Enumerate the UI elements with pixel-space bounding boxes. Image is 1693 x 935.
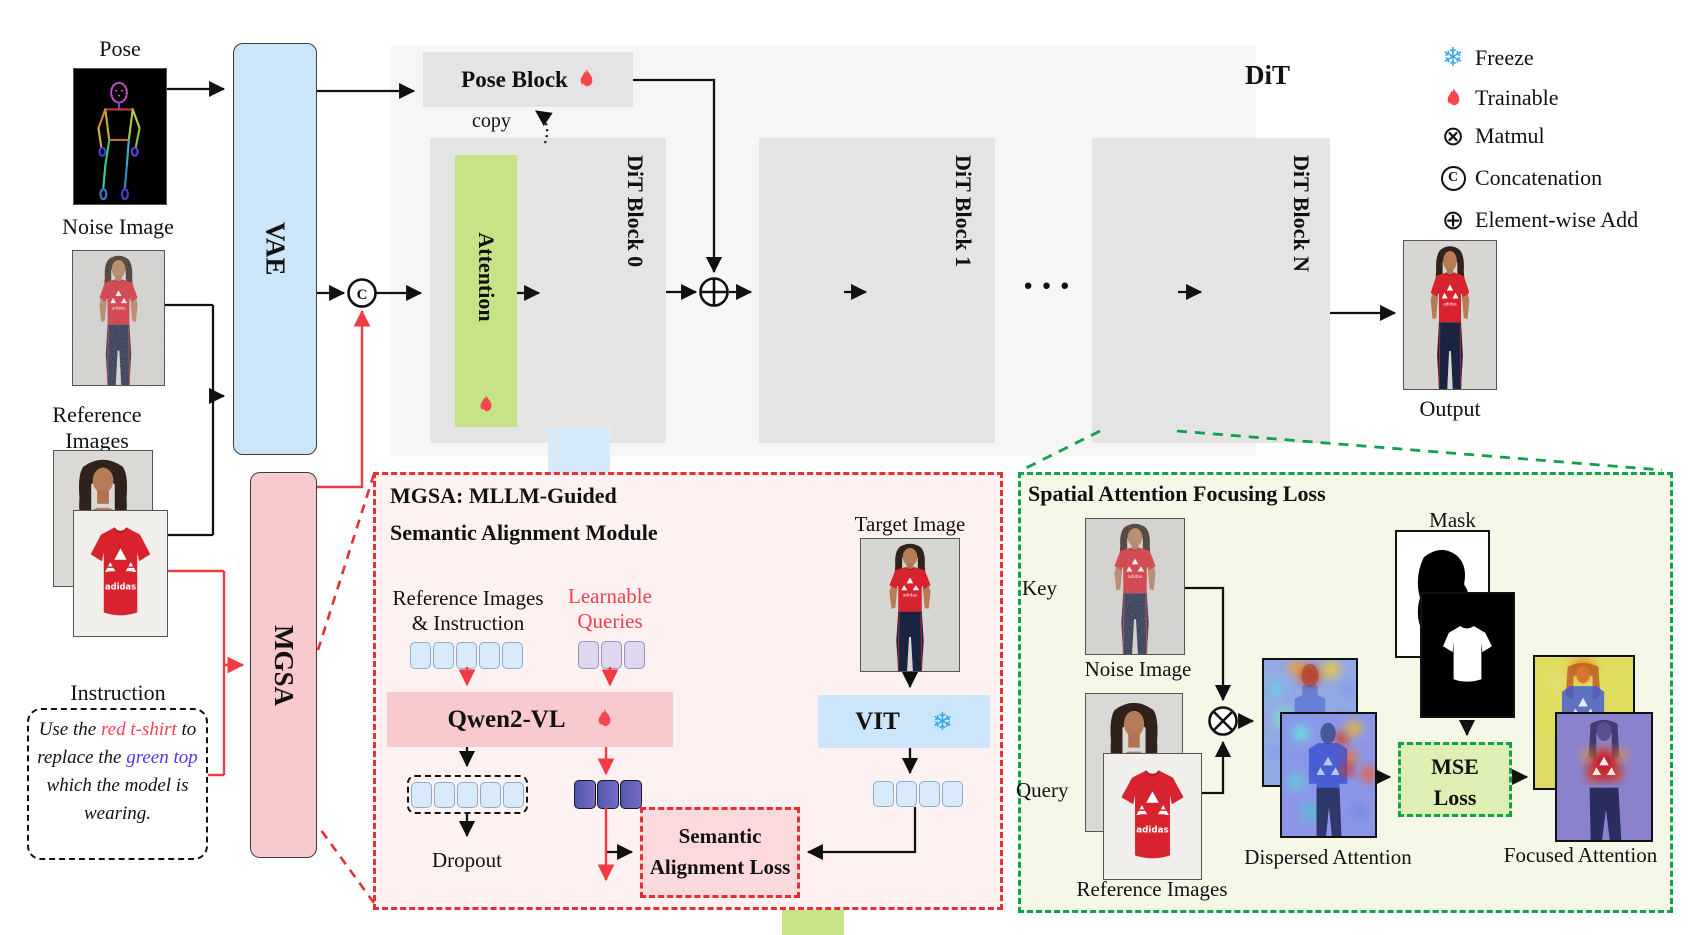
dit-block-1-label: DiT Block 1 bbox=[951, 155, 976, 268]
flame-icon bbox=[578, 69, 595, 90]
legend-label: Concatenation bbox=[1475, 165, 1603, 190]
mgsa-module-title-line2: Semantic Alignment Module bbox=[390, 520, 658, 545]
ref-instruction-label: Reference Images & Instruction bbox=[392, 586, 544, 636]
target-image bbox=[860, 538, 960, 672]
attention-label: Attention bbox=[474, 232, 499, 322]
legend-label: Trainable bbox=[1475, 85, 1559, 110]
noise-image bbox=[72, 250, 165, 386]
pose-image bbox=[73, 68, 167, 205]
dropout-token-box bbox=[407, 775, 528, 814]
instruction-label: Instruction bbox=[70, 680, 166, 705]
key-noise-image bbox=[1085, 518, 1185, 655]
vit-label: VIT bbox=[855, 707, 900, 735]
target-image-label: Target Image bbox=[854, 512, 966, 536]
focused-attention-heatmap-2 bbox=[1555, 712, 1653, 842]
safl-noise-image-label: Noise Image bbox=[1084, 657, 1192, 681]
concat-icon: C bbox=[1437, 165, 1469, 191]
svg-text:C: C bbox=[357, 287, 368, 303]
legend-label: Freeze bbox=[1475, 45, 1534, 70]
mgsa-block: MGSA bbox=[250, 472, 317, 858]
pose-label: Pose bbox=[99, 36, 141, 61]
flame-icon bbox=[596, 709, 613, 730]
dropout-tokens bbox=[411, 781, 524, 808]
reference-image-tshirt bbox=[73, 510, 168, 637]
dit-block-1 bbox=[759, 138, 995, 443]
noise-image-label: Noise Image bbox=[62, 214, 174, 239]
query-reference-tshirt bbox=[1103, 753, 1202, 880]
dit-block-0-label: DiT Block 0 bbox=[623, 155, 648, 268]
mask-image-2 bbox=[1420, 592, 1515, 718]
learnable-query-tokens bbox=[578, 641, 645, 669]
mgsa-module-title-line1: MGSA: MLLM-Guided bbox=[390, 483, 617, 508]
flame-icon bbox=[478, 395, 494, 415]
focused-attention-label: Focused Attention bbox=[1503, 843, 1658, 867]
legend-concatenation: C Concatenation bbox=[1437, 162, 1602, 194]
vit-output-tokens bbox=[873, 781, 963, 807]
output-image bbox=[1403, 240, 1497, 390]
pose-block-label: Pose Block bbox=[461, 66, 568, 92]
flame-icon bbox=[1437, 88, 1469, 109]
query-label: Query bbox=[1016, 778, 1069, 802]
vit-block: VIT ❄ bbox=[818, 695, 990, 748]
mse-loss-box: MSE Loss bbox=[1398, 742, 1512, 817]
legend-freeze: ❄ Freeze bbox=[1437, 42, 1534, 74]
copy-label: copy bbox=[472, 110, 511, 132]
mask-label: Mask bbox=[1429, 508, 1476, 532]
dit-block-n-label: DiT Block N bbox=[1289, 155, 1314, 272]
matmul-icon: ⊗ bbox=[1441, 120, 1465, 152]
snowflake-icon: ❄ bbox=[1442, 43, 1464, 73]
dispersed-attention-label: Dispersed Attention bbox=[1244, 845, 1412, 869]
dropout-label: Dropout bbox=[432, 848, 502, 872]
legend-matmul: ⊗ Matmul bbox=[1437, 120, 1545, 152]
vae-label: VAE bbox=[260, 222, 291, 276]
pose-block: Pose Block bbox=[423, 52, 633, 107]
dispersed-attention-heatmap-2 bbox=[1280, 712, 1377, 838]
safl-reference-images-label: Reference Images bbox=[1076, 877, 1228, 901]
legend-trainable: Trainable bbox=[1437, 82, 1559, 114]
instruction-text-box: Use the red t-shirt to replace the green… bbox=[27, 708, 208, 860]
legend-label: Matmul bbox=[1475, 123, 1545, 148]
ellipsis-dots: ··· bbox=[1021, 263, 1077, 308]
add-icon: ⊕ bbox=[1441, 204, 1465, 236]
vae-block: VAE bbox=[233, 43, 317, 455]
mllm-output-tokens bbox=[574, 780, 642, 809]
red-zoom-connectors bbox=[316, 473, 376, 904]
legend-elementwise-add: ⊕ Element-wise Add bbox=[1437, 204, 1638, 236]
key-label: Key bbox=[1022, 576, 1057, 600]
output-label: Output bbox=[1419, 396, 1481, 421]
safl-title: Spatial Attention Focusing Loss bbox=[1028, 481, 1326, 506]
dit0-attention: Attention bbox=[455, 155, 517, 427]
mgsa-label: MGSA bbox=[269, 624, 299, 706]
learnable-queries-label: Learnable Queries bbox=[568, 584, 652, 634]
semantic-alignment-loss-box: Semantic Alignment Loss bbox=[640, 807, 800, 898]
qwen2-vl-block: Qwen2-VL bbox=[387, 692, 673, 747]
reference-images-label: Reference Images bbox=[52, 402, 142, 454]
concat-node: C bbox=[347, 278, 377, 308]
snowflake-icon: ❄ bbox=[931, 707, 953, 736]
legend-label: Element-wise Add bbox=[1475, 207, 1639, 232]
qwen2-vl-label: Qwen2-VL bbox=[447, 705, 566, 733]
ref-instruction-tokens bbox=[410, 642, 523, 669]
dit-block-n bbox=[1092, 138, 1330, 443]
dit-label: DiT bbox=[1245, 60, 1291, 90]
